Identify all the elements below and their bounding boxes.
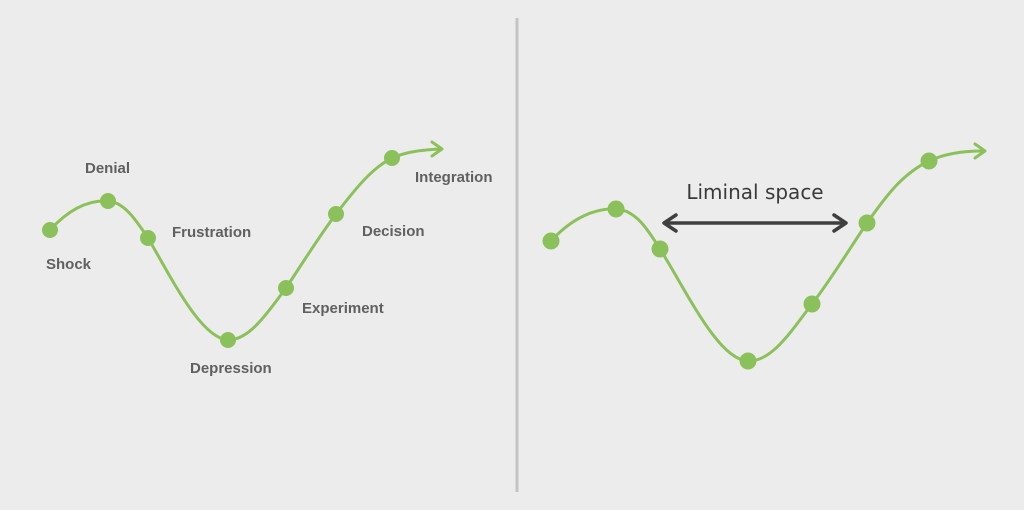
right-dot-4 xyxy=(739,352,757,370)
right-curve xyxy=(549,149,984,363)
right-dot-2 xyxy=(607,200,625,218)
right-dot-1 xyxy=(542,232,560,250)
right-dot-3 xyxy=(651,240,669,258)
liminal-space-label: Liminal space xyxy=(686,180,823,204)
liminal-arrow-right-head xyxy=(832,213,848,233)
stage-label-frustration: Frustration xyxy=(172,224,251,241)
stage-label-integration: Integration xyxy=(415,169,493,186)
stage-dot-decision xyxy=(328,206,344,222)
right-curve-arrowhead xyxy=(973,142,987,160)
stage-label-shock: Shock xyxy=(46,256,92,273)
right-dot-5 xyxy=(803,295,821,313)
stage-dot-frustration xyxy=(140,230,156,246)
left-panel: Shock Denial Frustration Depression Expe… xyxy=(42,140,493,377)
right-dot-6 xyxy=(858,214,876,232)
liminal-arrow-left-head xyxy=(662,213,678,233)
stage-label-denial: Denial xyxy=(85,160,130,177)
stage-label-experiment: Experiment xyxy=(302,300,384,317)
stage-dot-integration xyxy=(384,150,400,166)
stage-dot-shock xyxy=(42,222,58,238)
right-panel: Liminal space xyxy=(542,142,987,370)
stage-label-depression: Depression xyxy=(190,360,272,377)
right-dot-7 xyxy=(920,152,938,170)
stage-dot-depression xyxy=(220,332,236,348)
stage-label-decision: Decision xyxy=(362,223,425,240)
left-curve-arrowhead xyxy=(430,140,444,158)
stage-dot-denial xyxy=(100,193,116,209)
stage-dot-experiment xyxy=(278,280,294,296)
